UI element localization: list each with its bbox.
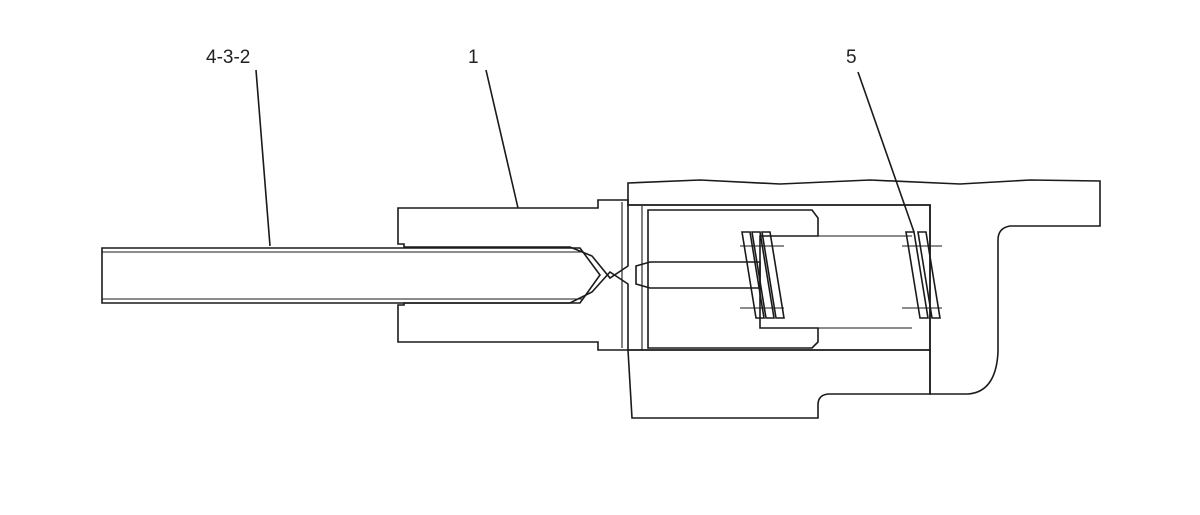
leader-line-5 [857, 71, 915, 233]
callout-label-1: 1 [468, 47, 479, 68]
rod [101, 247, 601, 304]
piston-passage [635, 261, 761, 289]
housing-lower-wall [627, 349, 931, 419]
housing [627, 179, 1101, 419]
callout-label-5: 5 [846, 47, 857, 68]
piston-body [647, 209, 819, 349]
sleeve [397, 199, 629, 351]
sleeve-upper [397, 199, 629, 280]
callout-label-4-3-2: 4-3-2 [206, 47, 250, 68]
rod-body [101, 247, 601, 304]
spring-right [902, 231, 942, 319]
housing-upper-wall [627, 179, 1101, 395]
housing-bore [628, 204, 931, 351]
spring-left [740, 231, 785, 319]
leader-line-4-3-2 [255, 69, 271, 247]
piston [635, 206, 912, 350]
leader-line-1 [485, 69, 519, 209]
